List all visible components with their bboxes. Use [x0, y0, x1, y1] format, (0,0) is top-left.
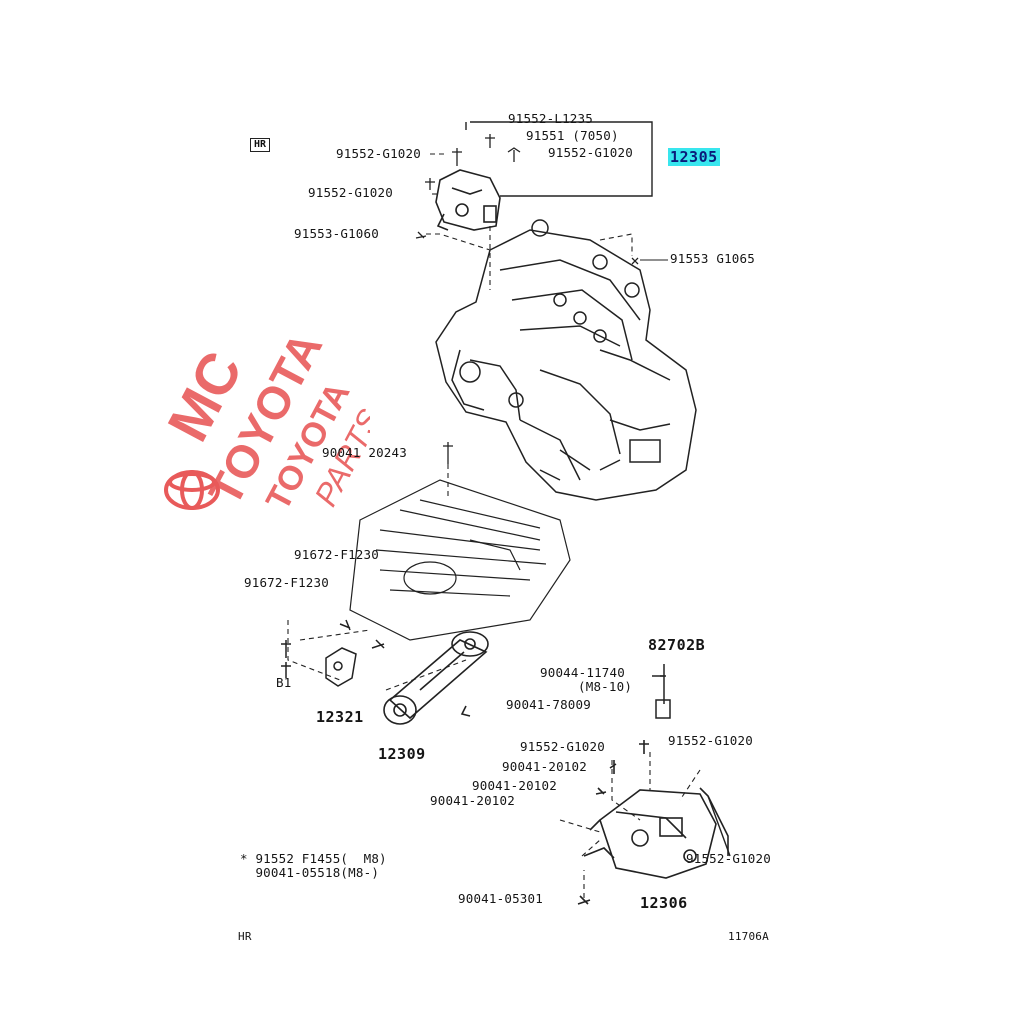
callout-91672-f1230-a: 91672-F1230 [294, 547, 379, 562]
under-cover [349, 479, 571, 641]
callout-91553-g1065: 91553 G1065 [670, 251, 755, 266]
callout-91552-g1020-q: 91552-G1020 [668, 733, 753, 748]
assembly-number: 12305 [668, 148, 720, 166]
engine-block [435, 219, 697, 501]
bracket-12321 [281, 619, 385, 687]
callout-90044-11740: 90044-11740 [540, 665, 625, 680]
callout-91552-l1235: 91552-L1235 [508, 111, 593, 126]
callout-90041-20243: 90041 20243 [322, 445, 407, 460]
callout-90041-20102-a: 90041-20102 [502, 759, 587, 774]
callout-91552-g1020-s: 91552-G1020 [686, 851, 771, 866]
callout-82702b: 82702B [648, 636, 706, 654]
callout-12321: 12321 [316, 708, 364, 726]
callout-12309: 12309 [378, 745, 426, 763]
note-line-1: * 91552 F1455( M8) [240, 851, 387, 866]
callout-90041-05301: 90041-05301 [458, 891, 543, 906]
callout-91672-f1230-b: 91672-F1230 [244, 575, 329, 590]
footer-left-code: HR [238, 930, 252, 943]
hr-tag-box: HR [250, 138, 271, 152]
callout-b1: B1 [276, 675, 292, 690]
footer-right-code: 11706A [728, 930, 769, 943]
callout-91552-g1020-mid: 91552-G1020 [308, 185, 393, 200]
callout-90044-sub: (M8-10) [578, 679, 633, 694]
callout-91552-g1020-right: 91552-G1020 [548, 145, 633, 160]
torque-rod [383, 631, 489, 725]
callout-91553-g1060: 91553-G1060 [294, 226, 379, 241]
upper-mount-bracket [435, 169, 501, 231]
callout-90041-78009: 90041-78009 [506, 697, 591, 712]
rear-mount-12306 [460, 705, 729, 905]
callout-91551-7050: 91551 (7050) [526, 128, 619, 143]
callout-90041-20102-c: 90041-20102 [430, 793, 515, 808]
sensor-82702b [652, 664, 671, 719]
callout-91552-g1020-p: 91552-G1020 [520, 739, 605, 754]
note-line-2: 90041-05518(M8-) [240, 865, 380, 880]
callout-91552-g1020-left: 91552-G1020 [336, 146, 421, 161]
callout-12306: 12306 [640, 894, 688, 912]
callout-90041-20102-b: 90041-20102 [472, 778, 557, 793]
